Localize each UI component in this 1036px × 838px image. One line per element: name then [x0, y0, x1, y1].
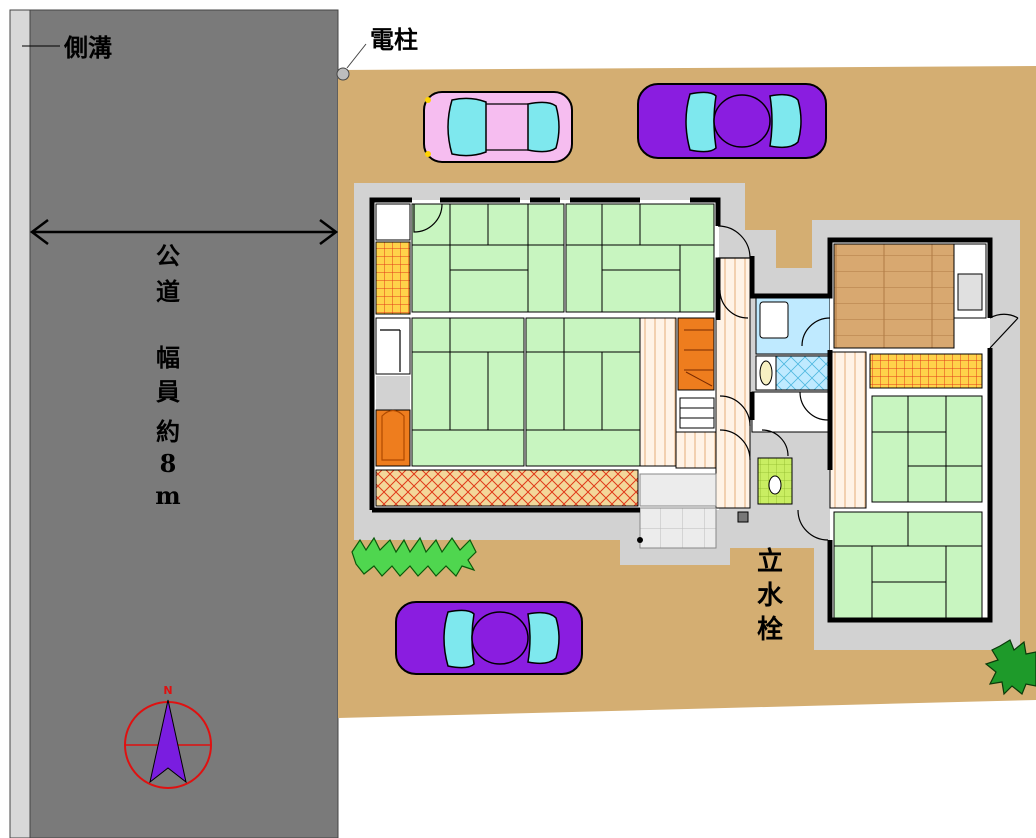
road-label-2: 道: [156, 277, 180, 306]
pole-label: 電柱: [370, 25, 418, 54]
tatami-room-annex-lower: [833, 511, 983, 619]
porch-dot: [637, 537, 643, 543]
engawa-strip: [375, 469, 639, 507]
width-label-5: m: [155, 481, 180, 510]
tatami-room-upper-right: [565, 203, 715, 313]
car-purple-top: [637, 83, 827, 159]
hall-floor: [639, 317, 677, 467]
width-label-3: 約: [156, 417, 180, 446]
western-room: [833, 243, 955, 349]
annex-closet: [869, 353, 983, 389]
walls: [369, 197, 993, 623]
tatami-room-annex-upper: [871, 395, 983, 503]
door-swings: [380, 203, 1019, 541]
stair-closet: [375, 317, 411, 375]
compass-north-icon: [124, 699, 212, 789]
pole-leader: [346, 43, 367, 69]
side-gutter: [9, 9, 31, 838]
storage: [679, 397, 715, 429]
car-pink: [423, 91, 573, 163]
cabinet-curve: [381, 409, 405, 461]
car-purple-bottom: [395, 601, 583, 675]
road-label-1: 公: [156, 241, 180, 270]
toilet: [768, 475, 782, 495]
tatami-room-lower-right: [525, 317, 641, 467]
faucet-marker: [737, 511, 749, 523]
width-label-4: 8: [160, 449, 177, 478]
shrub-icon: [351, 536, 477, 577]
width-label-1: 幅: [156, 343, 180, 372]
staircase: [677, 317, 715, 391]
entrance-porch: [639, 507, 717, 549]
hall-right: [751, 391, 831, 433]
faucet-label-1: 立: [757, 546, 783, 577]
closet-yellow: [375, 241, 411, 315]
bathtub: [759, 301, 789, 339]
genkan-floor: [639, 473, 717, 507]
cabinet-orange: [375, 409, 411, 467]
public-road: [29, 9, 339, 838]
gutter-label: 側溝: [63, 33, 112, 62]
closet-small: [375, 203, 411, 241]
faucet-label-2: 水: [757, 581, 784, 611]
utility-pole-icon: [336, 67, 350, 81]
width-label-2: 員: [155, 377, 180, 406]
hall-floor-2: [675, 431, 717, 469]
washbasin: [759, 360, 773, 386]
annex-corridor: [829, 351, 867, 509]
alcove: [376, 376, 410, 410]
tatami-room-lower-left: [411, 317, 525, 467]
tree-icon: [984, 639, 1036, 696]
sink: [957, 273, 983, 311]
north-label: N: [163, 684, 172, 697]
step: [796, 488, 826, 504]
tatami-room-upper-left: [411, 203, 565, 313]
faucet-label-3: 栓: [757, 615, 783, 645]
width-dimension-arrow-icon: [29, 219, 339, 245]
